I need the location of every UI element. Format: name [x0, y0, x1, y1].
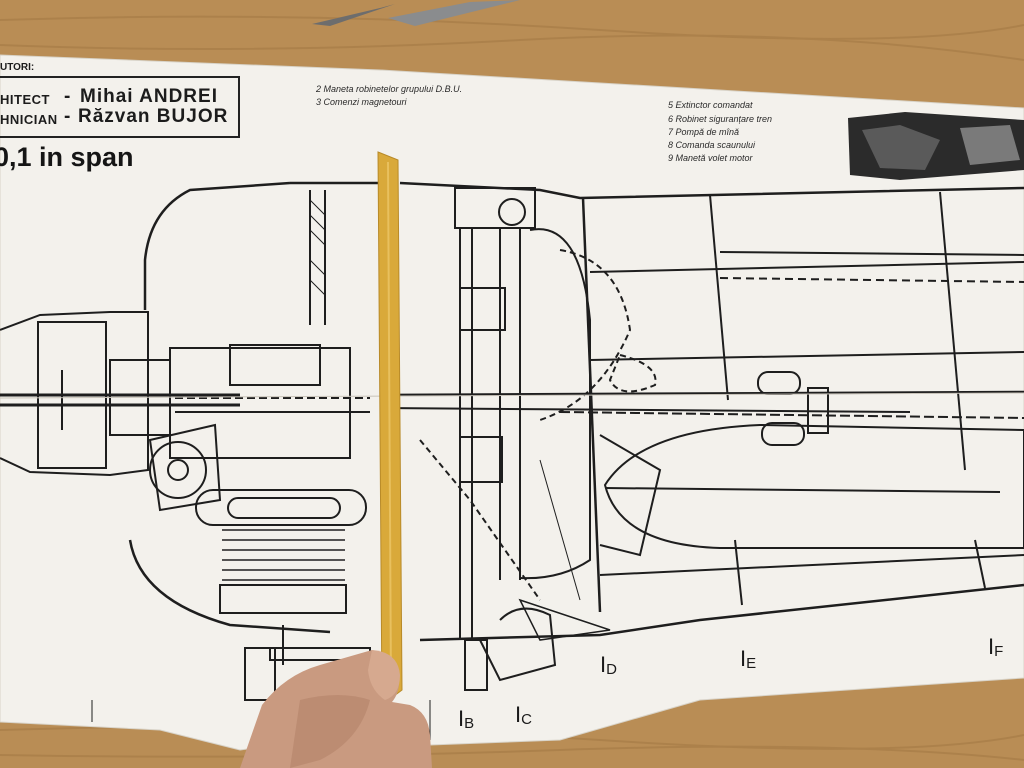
legend-item: 2 Maneta robinetelor grupului D.B.U. [316, 84, 463, 94]
knife-blade-icon [312, 4, 395, 26]
thumb [368, 650, 400, 700]
legend-item: 3 Comenzi magnetouri [316, 97, 407, 107]
knife-blade-icon [388, 0, 520, 26]
architect-role: HITECT [0, 92, 50, 107]
technician-dash: - [64, 106, 72, 127]
credits-box [0, 76, 240, 138]
architect-name: Mihai ANDREI [80, 86, 218, 107]
ruler-highlight [387, 161, 392, 691]
fuselage-drawing [0, 112, 1024, 740]
station-label-f: IF [988, 634, 1004, 660]
authors-label: UTORI: [0, 62, 35, 73]
legend-item: 8 Comanda scaunului [668, 140, 756, 150]
drawing-sheet [0, 54, 1024, 751]
legend-item: 5 Extinctor comandat [668, 100, 753, 110]
station-label-b: IB [458, 706, 475, 732]
station-label-d: ID [600, 652, 617, 678]
technician-role: HNICIAN [0, 112, 58, 127]
architect-dash: - [64, 86, 72, 107]
hand-shadow [290, 695, 370, 768]
fold-line [0, 392, 1024, 399]
station-label-c: IC [515, 702, 532, 728]
station-label-e: IE [740, 646, 757, 672]
span-label: 0,1 in span [0, 142, 134, 172]
technician-name: Răzvan BUJOR [78, 106, 229, 127]
legend-item: 6 Robinet siguranțare tren [668, 114, 773, 124]
legend-item: 9 Manetă volet motor [668, 153, 753, 163]
legend-item: 7 Pompă de mînă [668, 127, 740, 137]
